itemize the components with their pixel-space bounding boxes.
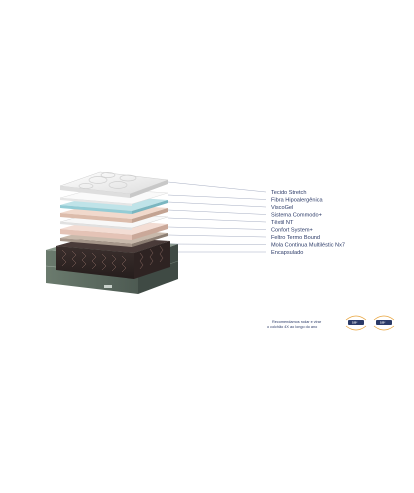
badge-right-text: 180° bbox=[380, 321, 385, 325]
leader-line-tecido bbox=[167, 181, 267, 193]
label-tecido-stretch: Tecido Stretch bbox=[271, 190, 306, 196]
mattress-illustration bbox=[45, 171, 179, 294]
label-encapsulado: Encapsulado bbox=[271, 250, 303, 256]
leader-line-textil bbox=[167, 217, 267, 223]
label-feltro-termo-bound: Feltro Termo Bound bbox=[271, 235, 320, 241]
leader-line-commodo bbox=[167, 209, 267, 215]
leader-line-mola bbox=[169, 243, 267, 245]
rotate-180-icon-left: 180° bbox=[345, 315, 367, 331]
label-fibra-hipoalergenica: Fibra Hipoalergênica bbox=[271, 198, 324, 204]
rotation-note-line1: Recomendamos rodar e virar bbox=[272, 320, 322, 324]
badge-left-text: 180° bbox=[352, 321, 357, 325]
leader-line-feltro bbox=[167, 234, 267, 238]
label-mola-continua: Mola Contínua Multiléstic Nx7 bbox=[271, 243, 345, 249]
layer-tecido-shape bbox=[59, 171, 169, 198]
leader-lines bbox=[167, 181, 267, 253]
rotation-note-line2: o colchão 4X ao longo do ano bbox=[267, 325, 317, 329]
rotate-180-icon-right: 180° bbox=[373, 315, 395, 331]
label-confort-system: Confort System+ bbox=[271, 228, 313, 234]
label-textil-nt: Têxtil NT bbox=[271, 220, 294, 226]
layer-labels: Tecido Stretch Fibra Hipoalergênica Visc… bbox=[271, 190, 345, 256]
leader-line-fibra bbox=[167, 194, 267, 200]
rotation-note: Recomendamos rodar e virar o colchão 4X … bbox=[267, 315, 395, 331]
label-viscogel: ViscoGel bbox=[271, 205, 293, 211]
label-sistema-commodo: Sistema Commodo+ bbox=[271, 213, 322, 219]
leader-line-confort bbox=[167, 226, 267, 230]
leader-line-viscogel bbox=[167, 201, 267, 208]
